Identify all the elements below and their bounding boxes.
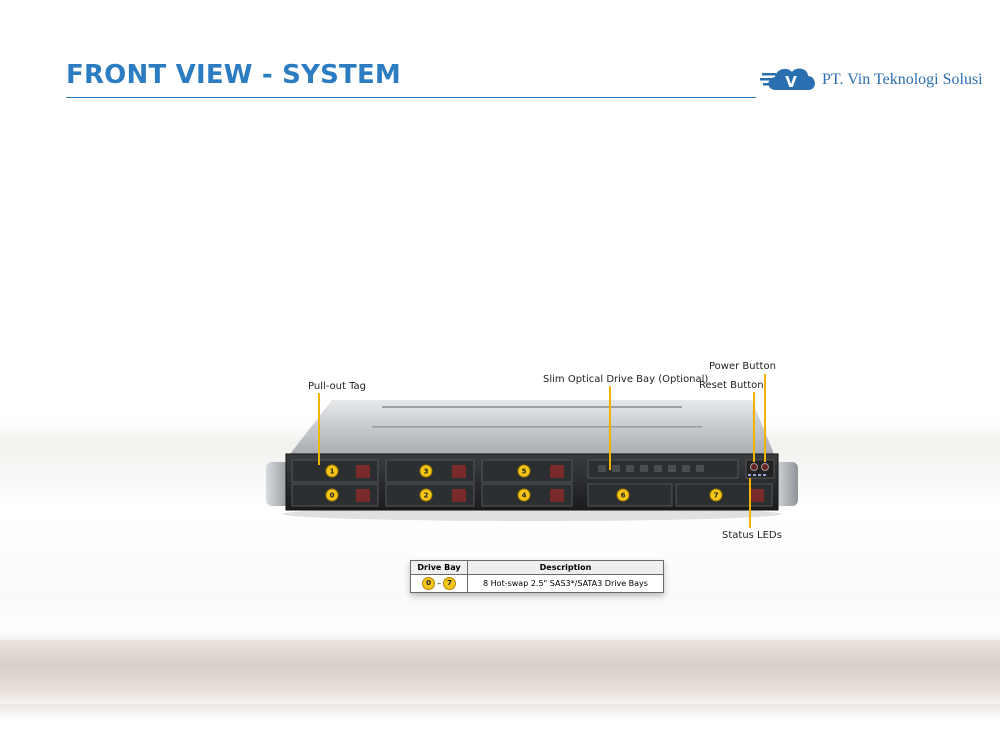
title-divider (66, 97, 756, 98)
bay-label-3: 3 (424, 468, 429, 476)
cloud-logo-icon: V (760, 68, 815, 91)
power-button-icon (761, 463, 769, 471)
company-name: PT. Vin Teknologi Solusi (822, 71, 983, 88)
table-header-drive-bay: Drive Bay (410, 560, 468, 575)
status-leds-leader (749, 478, 751, 528)
reset-button-leader (753, 392, 755, 462)
status-leds-label: Status LEDs (722, 530, 782, 541)
drive-bay-6-slot (587, 483, 673, 507)
company-logo: V PT. Vin Teknologi Solusi (760, 62, 990, 98)
pullout-tag-label: Pull-out Tag (308, 381, 367, 392)
table-header-row: Drive Bay Description (410, 560, 664, 575)
reset-button-label: Reset Button (699, 380, 764, 391)
bay-label-5: 5 (522, 468, 527, 476)
table-cell-description: 8 Hot-swap 2.5" SAS3*/SATA3 Drive Bays (467, 574, 664, 593)
drive-bay-group-a (291, 459, 379, 507)
background-floor-band (0, 640, 1000, 704)
reset-button-icon (750, 463, 758, 471)
status-led-icons (748, 474, 766, 476)
bay-label-2: 2 (424, 492, 429, 500)
optical-bay-label: Slim Optical Drive Bay (Optional) (543, 374, 709, 385)
table-header-description: Description (467, 560, 664, 575)
power-button-label: Power Button (709, 361, 776, 372)
server-front-illustration: 1 3 5 0 2 4 6 7 (266, 400, 798, 521)
pullout-tag-leader (318, 393, 320, 465)
optical-bay-leader (609, 386, 611, 470)
bay-label-4: 4 (522, 492, 527, 500)
table-cell-bay-range: 0–7 (410, 574, 468, 593)
bay-label-6: 6 (621, 492, 626, 500)
right-rack-ear (774, 462, 798, 506)
bay-label-0: 0 (330, 492, 335, 500)
table-row: 0–7 8 Hot-swap 2.5" SAS3*/SATA3 Drive Ba… (410, 574, 664, 593)
bay-range-end: 7 (443, 577, 456, 590)
drive-bay-table: Drive Bay Description 0–7 8 Hot-swap 2.5… (410, 560, 664, 593)
logo-letter: V (785, 73, 797, 91)
bay-range-separator: – (437, 579, 441, 588)
optical-drive-bay (587, 459, 739, 479)
bay-label-1: 1 (330, 468, 335, 476)
left-rack-ear (266, 462, 290, 506)
page-title: FRONT VIEW - SYSTEM (66, 60, 402, 90)
bay-label-7: 7 (714, 492, 719, 500)
drive-bay-7-slot (675, 483, 773, 507)
bay-range-start: 0 (422, 577, 435, 590)
power-button-leader (764, 374, 766, 462)
